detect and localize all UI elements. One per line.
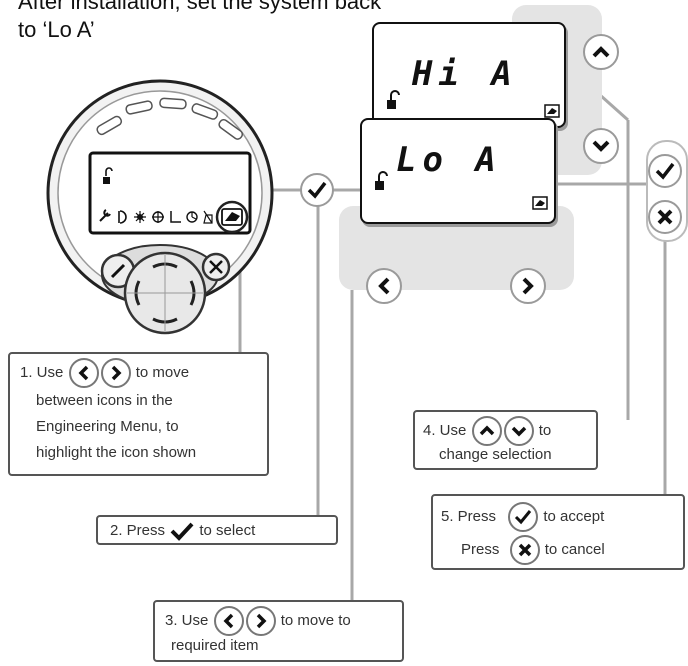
step-5-cancel-icon (509, 535, 540, 566)
up-button[interactable] (583, 34, 619, 70)
device-menu-icons (99, 167, 213, 224)
step-2-prefix: 2. Press (110, 522, 166, 539)
step-4-suffix: to (538, 421, 552, 439)
chevron-left-icon (378, 277, 390, 295)
down-button[interactable] (583, 128, 619, 164)
lcd-readout-lo: Lo A (396, 140, 502, 180)
step-1-line-4: highlight the icon shown (36, 444, 197, 461)
lcd-readout-hi: Hi A (412, 54, 518, 94)
step-1-left-icon (68, 358, 99, 388)
step-3-line-2: required item (171, 637, 259, 654)
accept-button[interactable] (648, 154, 682, 188)
select-button[interactable] (300, 173, 334, 207)
left-button[interactable] (366, 268, 402, 304)
checkmark-icon (515, 510, 532, 525)
chevron-right-icon (256, 613, 267, 629)
instruction-title: After installation, set the system back … (18, 0, 381, 44)
step-1-right-icon (100, 358, 131, 388)
lcd-display-hi: Hi A (372, 22, 566, 128)
chevron-down-icon (511, 426, 526, 437)
padlock-icon (387, 90, 400, 109)
title-line-2: to ‘Lo A’ (18, 17, 95, 42)
chevron-down-icon (592, 140, 610, 152)
cancel-button[interactable] (648, 200, 682, 234)
step-4-line-2: change selection (439, 446, 552, 463)
step-4-box: 4. Use to change selection (413, 410, 598, 470)
checkmark-icon (655, 162, 675, 180)
step-4-down-icon (503, 416, 534, 446)
checkmark-icon (307, 181, 327, 199)
step-1-prefix: 1. Use (20, 363, 64, 381)
step-2-suffix: to select (199, 522, 256, 539)
chevron-up-icon (592, 46, 610, 58)
step-1-suffix: to move (135, 363, 190, 381)
title-line-1: After installation, set the system back (18, 0, 382, 14)
step-5-line-2-prefix: Press (461, 541, 500, 558)
step-5-line-1-prefix: 5. Press (441, 508, 497, 525)
cross-icon (518, 543, 531, 557)
engineering-menu-icon (532, 196, 548, 210)
step-1-line-3: Engineering Menu, to (36, 418, 179, 435)
step-1-box: 1. Use to move between icons in the Engi… (8, 352, 269, 476)
step-3-box: 3. Use to move to required item (153, 600, 404, 662)
step-5-line-2-suffix: to cancel (544, 541, 605, 558)
step-4-up-icon (471, 416, 502, 446)
right-button[interactable] (510, 268, 546, 304)
step-4-prefix: 4. Use (423, 421, 467, 439)
chevron-right-icon (111, 365, 122, 381)
lcd-display-lo: Lo A (360, 118, 556, 224)
step-3-prefix: 3. Use (165, 611, 209, 629)
engineering-menu-icon (544, 104, 560, 118)
instrument-device (46, 79, 274, 335)
chevron-left-icon (78, 365, 88, 381)
step-2-box: 2. Press to select (96, 515, 338, 545)
cross-icon (657, 209, 673, 225)
chevron-right-icon (522, 277, 534, 295)
chevron-up-icon (479, 425, 494, 436)
step-1-line-2: between icons in the (36, 392, 173, 409)
step-5-accept-icon (508, 502, 539, 533)
step-3-right-icon (245, 606, 276, 636)
step-5-box: 5. Press to accept Press to cancel (431, 494, 685, 570)
step-3-left-icon (213, 606, 244, 636)
step-5-line-1-suffix: to accept (543, 508, 605, 525)
checkmark-icon (170, 522, 194, 541)
step-3-suffix: to move to (280, 611, 351, 629)
chevron-left-icon (223, 613, 233, 629)
padlock-icon (375, 171, 388, 190)
